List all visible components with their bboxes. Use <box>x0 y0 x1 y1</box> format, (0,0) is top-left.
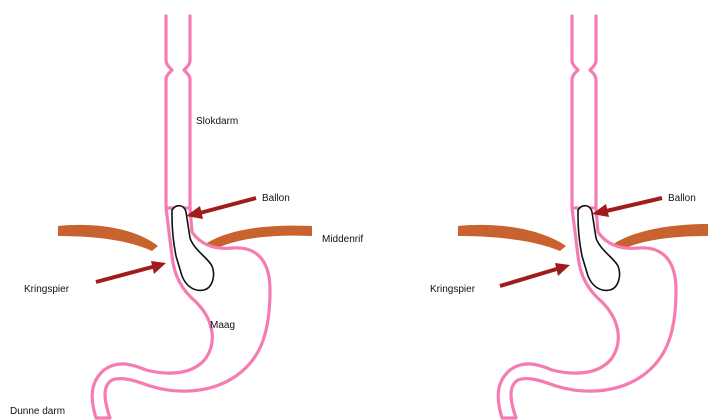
left-panel: Slokdarm Ballon Middenrif Kringspier Maa… <box>10 16 363 418</box>
left-balloon-label: Ballon <box>262 193 290 204</box>
diaphragm-label: Middenrif <box>322 234 363 245</box>
left-sphincter-label: Kringspier <box>24 284 70 295</box>
right-balloon-label: Ballon <box>668 193 696 204</box>
right-sphincter-arrow <box>500 263 570 286</box>
right-diaphragm-left <box>458 225 566 251</box>
right-panel: Ballon Kringspier <box>430 16 708 418</box>
right-sphincter-label: Kringspier <box>430 284 476 295</box>
esophagus-label: Slokdarm <box>196 116 238 127</box>
left-balloon-arrow <box>186 198 256 219</box>
stomach-label: Maag <box>210 320 235 331</box>
right-esophagus <box>572 16 596 208</box>
duodenum-label: Dunne darm <box>10 406 65 417</box>
left-esophagus <box>166 16 190 208</box>
left-diaphragm-left <box>58 225 158 251</box>
left-sphincter-arrow <box>96 261 166 282</box>
right-balloon-arrow <box>592 198 662 217</box>
